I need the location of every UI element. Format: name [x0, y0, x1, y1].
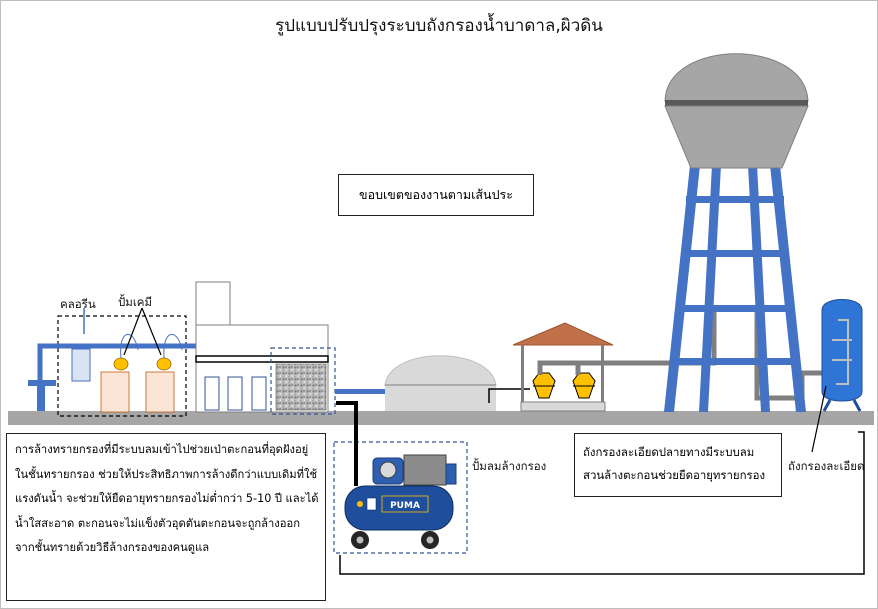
- fine-tank-leg-2: [852, 399, 862, 412]
- fine-tank-pointer: [811, 385, 827, 453]
- chemical-pump-label: ปั้มเคมี: [118, 295, 153, 309]
- chemical-tank-1: [100, 371, 130, 413]
- description-line: การล้างทรายกรองที่มีระบบลมเข้าไปช่วยเป่า…: [15, 443, 309, 456]
- pump-house-roof: [512, 322, 614, 346]
- building-window-1: [204, 376, 220, 411]
- description-line: จากชั้นทรายด้วยวิธีล้างกรองของคนดูแล: [15, 541, 210, 554]
- pump-house-post-right: [601, 345, 604, 402]
- description-line: น้ำใสสะอาด ตะกอนจะไม่แข็งตัวอุดตันตะกอนจ…: [15, 516, 300, 530]
- building-window-2: [227, 376, 243, 411]
- outlet-pipe: [335, 389, 395, 394]
- pipe-support: [28, 380, 56, 386]
- elevated-water-tower: [664, 53, 809, 412]
- tower-leg-2: [699, 165, 721, 412]
- pipe-support-leg: [37, 386, 45, 411]
- filter-scope-dashed-box: [270, 347, 336, 415]
- pump-house-floor: [520, 401, 606, 412]
- fine-filter-note-box: ถังกรองละเอียดปลายทางมีระบบลม สวนล้างตะก…: [574, 433, 782, 497]
- sand-filter-bed: [275, 363, 327, 411]
- dosing-tube-2: [163, 333, 183, 359]
- tower-brace-4: [670, 358, 800, 365]
- backwash-air-line: [336, 401, 358, 486]
- chemical-pointer-2: [141, 307, 162, 356]
- tower-tank-rim: [665, 100, 808, 106]
- tower-tank-dome: [664, 53, 809, 102]
- building-band: [195, 355, 329, 363]
- chlorine-label: คลอรีน: [60, 297, 96, 311]
- compressor-belt-guard: [445, 463, 457, 485]
- air-blower-label: ปั้มลมล้างกรอง: [472, 459, 547, 473]
- tower-leg-1: [664, 165, 700, 412]
- description-line: แรงดันน้ำ จะช่วยให้ยืดอายุทรายกรองไม่ต่ำ…: [15, 492, 319, 505]
- air-blower-compressor: PUMA: [333, 401, 865, 575]
- pump-riser-pipe: [537, 311, 717, 375]
- compressor-brand-text: PUMA: [390, 501, 420, 511]
- chlorine-tank: [71, 348, 91, 382]
- tower-brace-1: [686, 196, 784, 203]
- chemical-tank-2: [145, 371, 175, 413]
- description-box: การล้างทรายกรองที่มีระบบลมเข้าไปช่วยเป่า…: [6, 433, 326, 601]
- compressor-head: [403, 454, 447, 486]
- fine-filter-tank: [811, 299, 863, 453]
- chemical-pump-2: [156, 357, 172, 371]
- compressor-gauge: [366, 497, 377, 511]
- blower-scope-dashed-box: [333, 441, 468, 554]
- chemical-pointer-1: [123, 307, 143, 356]
- tower-brace-2: [682, 250, 788, 257]
- fine-tank-leg-1: [822, 399, 832, 412]
- fine-tank-piping: [832, 319, 852, 385]
- pump-house-post-left: [521, 345, 524, 402]
- tower-tank-body: [664, 105, 809, 169]
- tower-brace-3: [676, 305, 794, 312]
- compressor-logo-plate: [381, 495, 429, 513]
- compressor-valve: [357, 501, 363, 507]
- dosing-station: [28, 307, 196, 417]
- clear-water-reservoir: [384, 355, 497, 411]
- reservoir-base: [385, 385, 496, 411]
- compressor-flywheel: [379, 461, 397, 479]
- fine-filter-note-line: ถังกรองละเอียดปลายทางมีระบบลม: [583, 445, 755, 459]
- reservoir-outlet-line: [488, 388, 530, 403]
- building-window-3: [251, 376, 267, 411]
- air-return-line: [339, 431, 865, 575]
- dosing-tube-1: [120, 333, 139, 359]
- fine-tank-vessel: [821, 299, 863, 402]
- tower-leg-4: [770, 165, 806, 412]
- dosing-scope-dashed-box: [57, 315, 187, 417]
- fine-filter-tank-label: ถังกรองละเอียด: [788, 459, 865, 473]
- pump-house: [512, 322, 614, 412]
- filter-building: [195, 281, 336, 415]
- scope-note-box: ขอบเขตของงานตามเส้นประ: [338, 174, 534, 216]
- diagram-title: รูปแบบปรับปรุงระบบถังกรองน้ำบาดาล,ผิวดิน: [275, 16, 603, 36]
- scope-note-text: ขอบเขตของงานตามเส้นประ: [359, 187, 513, 202]
- chemical-pump-1: [113, 357, 129, 371]
- ground-strip: [8, 411, 874, 425]
- reservoir-dome: [384, 355, 497, 386]
- tower-leg-3: [748, 165, 770, 412]
- fine-filter-note-line: สวนล้างตะกอนช่วยยืดอายุทรายกรอง: [583, 468, 766, 482]
- description-line: ในชั้นทรายกรอง ช่วยให้ประสิทธิภาพการล้าง…: [15, 467, 318, 481]
